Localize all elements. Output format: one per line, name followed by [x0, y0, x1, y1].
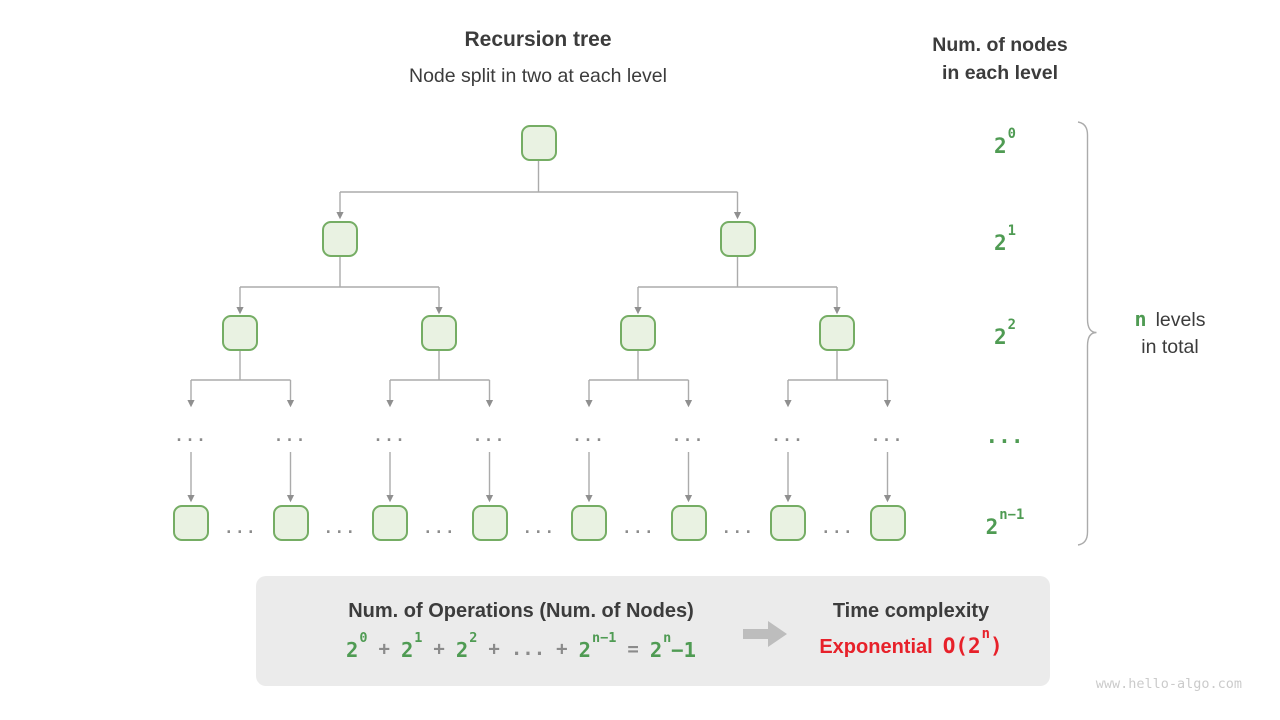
tree-node — [670, 505, 707, 541]
formula-term: 21 — [400, 629, 423, 662]
total-levels-line2: in total — [1141, 336, 1199, 358]
formula-term: 20 — [346, 629, 368, 662]
ellipsis-label: ... — [472, 427, 507, 445]
implies-arrow-icon — [743, 621, 787, 647]
level-count-2: 22 — [993, 317, 1016, 349]
n-variable: n — [1134, 307, 1147, 331]
levels-header-line1: Num. of nodes — [932, 34, 1068, 56]
operations-formula: 20 +21 +22 +... +2n−1 = 2n−1 — [296, 629, 746, 665]
diagram-subtitle: Node split in two at each level — [409, 65, 667, 87]
ellipsis-label: ... — [423, 519, 457, 537]
ellipsis-label: ... — [821, 519, 855, 537]
ellipsis-label: ... — [622, 519, 656, 537]
levels-brace — [1077, 121, 1097, 546]
ellipsis-label: ... — [224, 519, 258, 537]
summary-box: Num. of Operations (Num. of Nodes) 20 +21… — [256, 576, 1050, 686]
tree-node — [322, 221, 358, 257]
level-count-last: 2n−1 — [985, 507, 1025, 539]
watermark: www.hello-algo.com — [1095, 676, 1242, 692]
level-count-ellipsis: ... — [985, 424, 1024, 448]
ellipsis-label: ... — [273, 427, 308, 445]
tree-node — [719, 221, 756, 257]
ellipsis-label: ... — [373, 427, 407, 445]
formula-operator: + — [433, 638, 445, 660]
tree-node — [222, 315, 258, 351]
tree-node — [372, 505, 408, 541]
formula-term: 22 — [455, 629, 478, 662]
tree-node — [173, 505, 209, 541]
level-count-0: 20 — [993, 126, 1016, 158]
diagram-title: Recursion tree — [464, 28, 612, 51]
formula-operator: + — [488, 638, 500, 660]
formula-operator: + — [556, 638, 568, 660]
complexity-value: Exponential O(2n) — [776, 626, 1046, 659]
tree-node — [272, 505, 309, 541]
ellipsis-label: ... — [572, 427, 606, 445]
levels-word: levels — [1155, 309, 1206, 331]
levels-header-line2: in each level — [942, 62, 1058, 84]
tree-node — [869, 505, 906, 541]
tree-node — [471, 505, 508, 541]
levels-column-header: Num. of nodes in each level — [890, 31, 1110, 87]
time-complexity-title: Time complexity — [832, 600, 990, 622]
ellipsis-label: ... — [671, 427, 706, 445]
complexity-notation: O(2n) — [942, 626, 1003, 658]
ellipsis-label: ... — [721, 519, 755, 537]
tree-node — [620, 315, 656, 351]
level-count-1: 21 — [993, 223, 1016, 255]
connector-lines — [187, 161, 892, 503]
tree-node — [571, 505, 607, 541]
operations-title: Num. of Operations (Num. of Nodes) — [348, 600, 694, 622]
ellipsis-label: ... — [522, 519, 556, 537]
tree-node — [770, 505, 806, 541]
tree-node — [520, 125, 557, 161]
formula-operator: ... — [510, 638, 546, 660]
ellipsis-label: ... — [771, 427, 805, 445]
formula-term: 2n−1 — [578, 629, 617, 662]
tree-node — [819, 315, 855, 351]
ellipsis-label: ... — [870, 427, 905, 445]
formula-operator: = — [627, 638, 639, 660]
tree-node — [421, 315, 457, 351]
formula-operator: + — [378, 638, 390, 660]
complexity-name: Exponential — [819, 636, 933, 658]
ellipsis-label: ... — [323, 519, 357, 537]
formula-term: 2n−1 — [649, 629, 696, 662]
ellipsis-label: ... — [174, 427, 208, 445]
